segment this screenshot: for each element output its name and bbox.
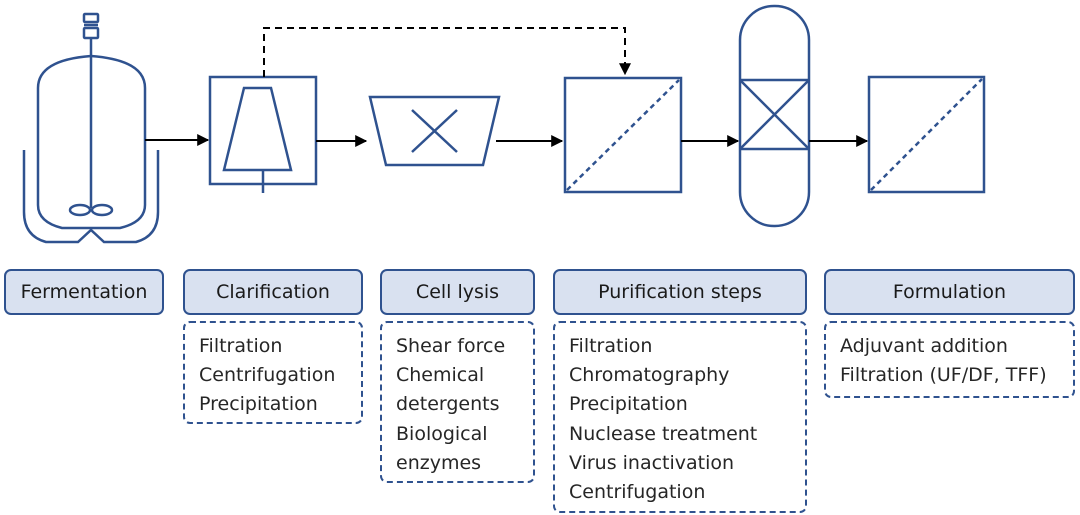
filter-icon xyxy=(563,76,683,194)
method-item: Centrifugation xyxy=(199,364,336,387)
method-item: Nuclease treatment xyxy=(569,422,758,445)
method-item: Adjuvant addition xyxy=(840,335,1008,357)
method-item: Chemical xyxy=(396,364,485,387)
methods-box-purification: Filtration Chromatography Precipitation … xyxy=(553,321,807,513)
stage-label-cell-lysis: Cell lysis xyxy=(380,269,535,315)
centrifuge-icon xyxy=(208,75,318,193)
methods-box-formulation: Adjuvant addition Filtration (UF/DF, TFF… xyxy=(824,321,1075,398)
chromatography-column-icon xyxy=(738,4,811,228)
method-item: Filtration (UF/DF, TFF) xyxy=(840,364,1047,387)
method-item: Biological xyxy=(396,422,488,445)
method-item: detergents xyxy=(396,393,500,416)
homogenizer-icon xyxy=(368,95,501,167)
method-item: Centrifugation xyxy=(569,481,706,504)
methods-box-cell-lysis: Shear force Chemical detergents Biologic… xyxy=(380,321,535,483)
filter-icon xyxy=(867,75,986,194)
methods-box-clarification: Filtration Centrifugation Precipitation xyxy=(183,321,363,424)
method-item: Filtration xyxy=(199,335,283,357)
bioreactor-icon xyxy=(22,12,160,244)
bypass-arrow xyxy=(263,27,631,77)
method-item: Filtration xyxy=(569,335,653,357)
stage-label-formulation: Formulation xyxy=(824,269,1075,315)
method-item: Chromatography xyxy=(569,364,730,387)
stage-label-clarification: Clarification xyxy=(183,269,363,315)
stage-label-fermentation: Fermentation xyxy=(4,269,164,315)
method-item: Virus inactivation xyxy=(569,451,735,474)
method-item: enzymes xyxy=(396,451,482,474)
method-item: Precipitation xyxy=(569,393,688,416)
method-item: Shear force xyxy=(396,335,506,357)
method-item: Precipitation xyxy=(199,393,318,416)
stage-label-purification: Purification steps xyxy=(553,269,807,315)
